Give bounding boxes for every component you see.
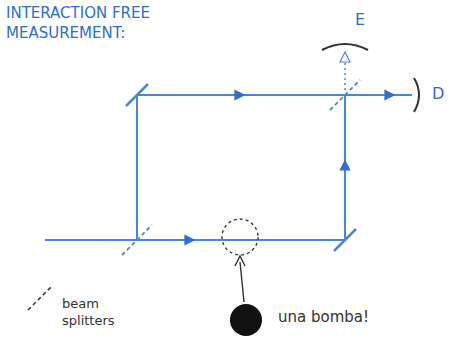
beam-splitter-sample	[28, 286, 52, 310]
detector-d	[414, 78, 419, 112]
detector-label: D	[432, 84, 444, 105]
dark-port-path	[344, 62, 346, 90]
bomb-region	[222, 219, 258, 255]
beam-path	[136, 95, 138, 240]
legend-note: beam splitters	[62, 296, 132, 330]
pointer-head	[235, 256, 245, 266]
beam-arrow	[344, 165, 346, 175]
beam-splitter	[122, 225, 152, 255]
beam-path	[45, 239, 345, 241]
mirror	[126, 84, 148, 106]
hollow-arrowhead	[340, 52, 350, 62]
beam-arrow	[380, 94, 390, 96]
mirror	[334, 229, 356, 251]
detector-label: E	[355, 10, 365, 31]
detector-e	[322, 44, 368, 50]
beam-arrow	[180, 239, 190, 241]
beam-path	[344, 95, 346, 240]
bomb	[230, 304, 262, 336]
beam-path	[137, 94, 412, 96]
bomb-label: una bomba!	[278, 308, 369, 328]
pointer-line	[240, 262, 244, 302]
diagram-title: INTERACTION FREE MEASUREMENT:	[6, 4, 184, 43]
beam-arrow	[230, 94, 240, 96]
